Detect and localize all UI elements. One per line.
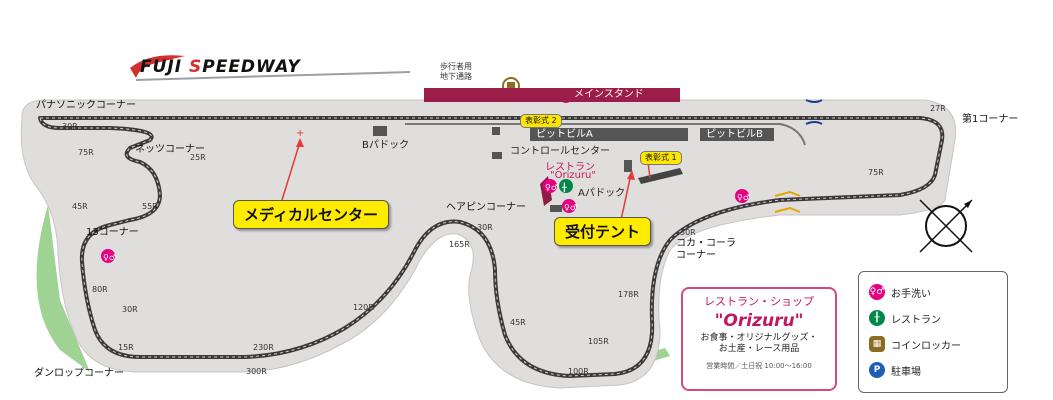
grass-area bbox=[36, 205, 90, 372]
parking-icon: P bbox=[869, 362, 885, 378]
corner-first: 第1コーナー bbox=[962, 114, 1019, 125]
radius-label: 75R bbox=[78, 148, 94, 157]
svg-text:♀♂: ♀♂ bbox=[737, 193, 750, 202]
legend-item-restaurant: ╂ レストラン bbox=[869, 308, 941, 328]
corner-panasonic: パナソニックコーナー bbox=[36, 100, 136, 111]
b-paddock-building bbox=[373, 126, 387, 136]
svg-text:╂: ╂ bbox=[561, 182, 567, 192]
underpass-label: 歩行者用 地下通路 bbox=[440, 62, 472, 81]
restaurant-label-2: "Orizuru" bbox=[550, 170, 596, 181]
legend-label: お手洗い bbox=[891, 288, 931, 300]
radius-label: 178R bbox=[618, 290, 639, 299]
restroom-icon: ♀♂ bbox=[101, 249, 116, 263]
medical-pointer-head bbox=[296, 138, 304, 147]
radius-label: 30R bbox=[477, 223, 493, 232]
radius-label: 45R bbox=[72, 202, 88, 211]
logo-underline bbox=[135, 71, 411, 81]
shop-title: レストラン・ショップ bbox=[704, 295, 814, 308]
pit-lane bbox=[405, 123, 806, 146]
pit-building-a: ピットビルA bbox=[530, 128, 688, 141]
radius-label: 120R bbox=[353, 303, 374, 312]
map-legend: ♀♂ お手洗い ╂ レストラン ▦ コインロッカー P 駐車場 bbox=[858, 271, 1008, 393]
radius-label: 30R bbox=[680, 228, 696, 237]
podium-1-tag: 表彰式 1 bbox=[640, 151, 682, 165]
radius-label: 230R bbox=[253, 343, 274, 352]
fuji-speedway-logo: FUJI SPEEDWAY bbox=[140, 57, 301, 77]
medical-pointer bbox=[281, 141, 301, 201]
corner-cocacola: コカ・コーラ コーナー bbox=[676, 238, 736, 261]
building bbox=[638, 168, 683, 184]
corner-hairpin: ヘアピンコーナー bbox=[446, 202, 526, 213]
restaurant-label-1: レストラン bbox=[545, 162, 595, 173]
svg-text:♀♂: ♀♂ bbox=[564, 203, 577, 212]
pit-b-label: ピットビルB bbox=[706, 129, 763, 140]
bridge-mark bbox=[805, 121, 823, 125]
corner-nets: ネッツコーナー bbox=[135, 144, 205, 155]
pit-a-label: ピットビルA bbox=[536, 129, 593, 140]
a-paddock-label: Aパドック bbox=[578, 188, 626, 199]
restroom-icon: ♀♂ bbox=[562, 199, 577, 213]
reception-pointer bbox=[620, 173, 632, 221]
building bbox=[492, 152, 502, 159]
svg-text:♀♂: ♀♂ bbox=[103, 253, 116, 262]
control-center-label: コントロールセンター bbox=[510, 146, 610, 157]
radius-label: 165R bbox=[449, 240, 470, 249]
radius-label: 45R bbox=[510, 318, 526, 327]
svg-text:♀♂: ♀♂ bbox=[545, 183, 558, 192]
reception-tent-callout: 受付テント bbox=[554, 217, 652, 246]
logo-swoosh-icon bbox=[130, 55, 185, 78]
restroom-icon: ♀♂ bbox=[543, 179, 558, 193]
radius-label: 80R bbox=[92, 285, 108, 294]
shop-hours: 営業時間／土日祝 10:00〜16:00 bbox=[706, 362, 812, 370]
shop-description: お食事・オリジナルグッズ・ お土産・レース用品 bbox=[700, 333, 818, 354]
legend-label: コインロッカー bbox=[891, 340, 961, 352]
radius-label: 55R bbox=[142, 202, 158, 211]
bridge-mark bbox=[774, 206, 801, 213]
restroom-icon: ♀♂ bbox=[869, 284, 885, 300]
restaurant-shop-box: レストラン・ショップ "Orizuru" お食事・オリジナルグッズ・ お土産・レ… bbox=[681, 287, 837, 391]
restroom-icon: ♀♂ bbox=[735, 189, 750, 203]
radius-label: 15R bbox=[118, 343, 134, 352]
radius-label: 100R bbox=[568, 367, 589, 376]
radius-label: 27R bbox=[930, 104, 946, 113]
corner-13: 13コーナー bbox=[86, 227, 139, 238]
radius-label: 25R bbox=[190, 153, 206, 162]
legend-label: レストラン bbox=[891, 314, 941, 326]
circuit-track-inner bbox=[39, 117, 943, 377]
restaurant-icon: ╂ bbox=[559, 179, 573, 193]
reception-pointer-head bbox=[627, 170, 635, 180]
main-stand: メインスタンド bbox=[424, 88, 680, 102]
logo-text-peedway: PEEDWAY bbox=[202, 57, 301, 77]
radius-label: 300R bbox=[246, 367, 267, 376]
medical-center-callout: メディカルセンター bbox=[233, 200, 389, 229]
logo-text-fuji: FUJI bbox=[140, 57, 183, 77]
legend-item-parking: P 駐車場 bbox=[869, 360, 921, 380]
radius-label: 105R bbox=[588, 337, 609, 346]
b-paddock-label: Bパドック bbox=[362, 140, 410, 151]
building bbox=[492, 127, 500, 135]
legend-item-restroom: ♀♂ お手洗い bbox=[869, 282, 931, 302]
pit-building-b: ピットビルB bbox=[700, 128, 774, 141]
main-stand-label: メインスタンド bbox=[574, 89, 644, 100]
building bbox=[624, 160, 632, 172]
legend-item-locker: ▦ コインロッカー bbox=[869, 334, 961, 354]
restaurant-icon: ╂ bbox=[869, 310, 885, 326]
radius-label: 75R bbox=[868, 168, 884, 177]
radius-label: 30R bbox=[122, 305, 138, 314]
building bbox=[550, 205, 562, 212]
medical-cross-icon: + bbox=[296, 128, 304, 139]
logo-text-s: S bbox=[189, 57, 203, 77]
shop-name: "Orizuru" bbox=[714, 311, 804, 331]
podium-2-tag: 表彰式 2 bbox=[520, 114, 562, 128]
bridge-mark bbox=[774, 190, 801, 197]
locker-icon: ▦ bbox=[869, 336, 885, 352]
compass-icon bbox=[919, 199, 973, 253]
corner-dunlop: ダンロップコーナー bbox=[34, 368, 124, 379]
bridge-mark bbox=[805, 99, 823, 103]
legend-label: 駐車場 bbox=[891, 366, 921, 378]
radius-label: 30R bbox=[62, 122, 78, 131]
